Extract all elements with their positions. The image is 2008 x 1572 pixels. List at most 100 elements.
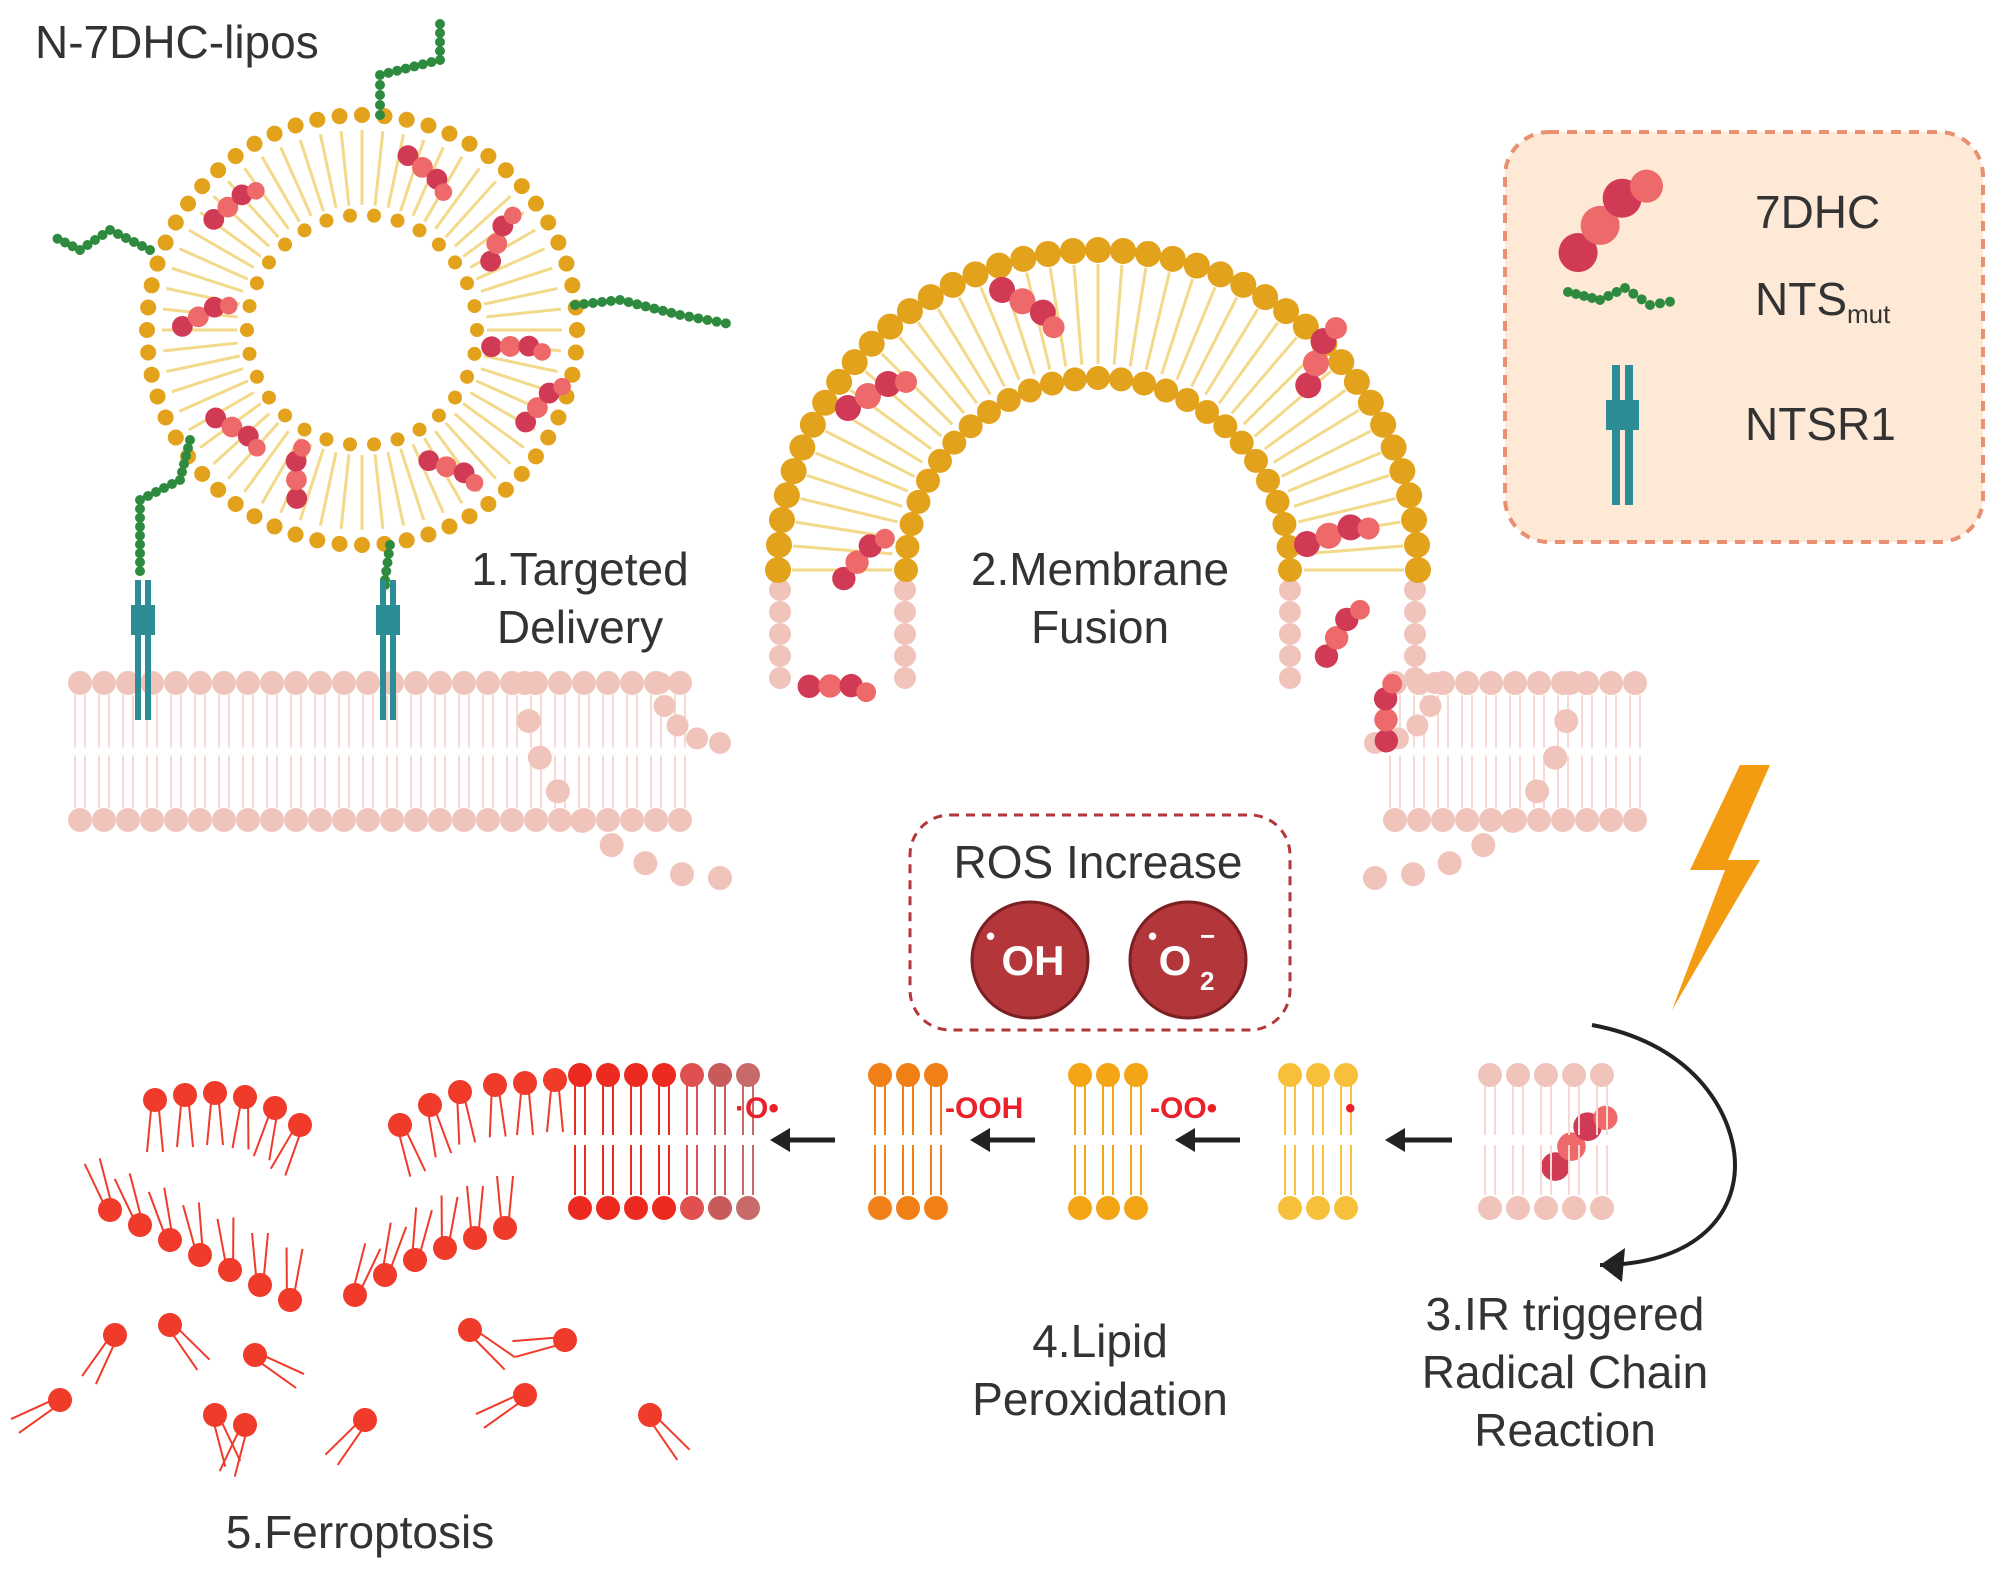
lipid-fragment (113, 1173, 152, 1237)
molecule-7dhc (1295, 317, 1348, 399)
lipid-fragment (231, 1085, 257, 1150)
step-1-line-2: Delivery (497, 601, 663, 653)
liposome-title: N-7DHC-lipos (35, 16, 319, 68)
molecule-7dhc (205, 407, 266, 457)
chain-reaction-arrowhead (1600, 1248, 1625, 1282)
step-3-line-2: Radical Chain (1422, 1346, 1708, 1398)
peroxidation-arrows (770, 1128, 1452, 1152)
molecule-7dhc (1314, 599, 1370, 668)
lipid-fragment (483, 1073, 507, 1138)
ros-title: ROS Increase (954, 836, 1243, 888)
lipid-fragment (216, 1217, 242, 1282)
lipid-fragment (147, 1187, 182, 1252)
step-3-line-3: Reaction (1474, 1404, 1656, 1456)
molecule-7dhc (418, 450, 484, 492)
ros-box: ROS Increase • OH • O 2 − (908, 813, 1292, 1032)
chain-reaction-loop-arrow (1591, 1023, 1738, 1267)
lipid-fragment (252, 1096, 287, 1161)
ferroptosis-fragments (10, 1068, 691, 1477)
step-4-line-2: Peroxidation (972, 1373, 1228, 1425)
lipid-fragment (493, 1175, 517, 1240)
molecule-7dhc (989, 276, 1065, 339)
lipid-fragment (248, 1232, 272, 1297)
molecule-7dhc (172, 296, 238, 337)
lipid-fragment (278, 1247, 304, 1312)
lipid-fragment (81, 1323, 127, 1385)
lipid-fragment (463, 1185, 487, 1250)
lipid-fragment (10, 1388, 72, 1434)
lipid-fragment (269, 1113, 312, 1176)
cell-membrane (68, 579, 1647, 890)
step-2-line-1: 2.Membrane (971, 543, 1229, 595)
molecule-7dhc (515, 377, 571, 433)
ntsr1-receptors (131, 580, 400, 720)
molecule-7dhc (832, 528, 895, 591)
lipid-fragment (343, 1243, 382, 1307)
lipid-fragment (403, 1207, 433, 1272)
superoxide-radical-ball (1128, 900, 1248, 1020)
step-1-line-1: 1.Targeted (471, 543, 688, 595)
hydroperoxide-label: -OOH (945, 1092, 1023, 1125)
molecule-7dhc (397, 145, 453, 201)
lipid-radical-label: • (1345, 1092, 1356, 1125)
lipid-fragment (543, 1068, 567, 1133)
legend: 7DHC NTSmut NTSR1 (1503, 130, 1985, 544)
lipid-fragment (418, 1093, 453, 1158)
lipid-fragment (475, 1383, 537, 1429)
lipid-fragment (433, 1195, 459, 1260)
legend-7dhc-label: 7DHC (1755, 186, 1880, 238)
superoxide-sup: − (1200, 921, 1215, 951)
molecule-7dhc (203, 182, 265, 230)
lipid-fragment (638, 1403, 691, 1461)
lipid-fragment (203, 1403, 242, 1467)
step-3-line-1: 3.IR triggered (1426, 1288, 1705, 1340)
lipid-fragment (512, 1328, 577, 1358)
peroxyl-radical-label: -OO• (1150, 1092, 1217, 1125)
nts-chains (52, 19, 731, 590)
lipid-fragment (158, 1313, 211, 1371)
hydroxyl-dot: • (986, 921, 995, 951)
legend-ntsr1-icon (1606, 365, 1639, 505)
legend-nts-icon (1563, 283, 1675, 310)
lipid-fragment (173, 1083, 197, 1148)
lipid-fragment (513, 1071, 537, 1136)
lipid-fragment (182, 1202, 212, 1267)
molecule-7dhc (1373, 673, 1403, 753)
molecule-7dhc (797, 673, 877, 703)
ros-box-border (908, 813, 1292, 1032)
step-2-line-2: Fusion (1031, 601, 1169, 653)
lipid-fragment (373, 1222, 408, 1287)
molecule-7dhc (1293, 514, 1380, 558)
lipid-fragment (388, 1113, 427, 1177)
step-5-label: 5.Ferroptosis (226, 1506, 494, 1558)
superoxide-dot: • (1148, 921, 1157, 951)
hydroxyl-label: OH (1002, 937, 1065, 984)
step-4-line-1: 4.Lipid (1032, 1315, 1168, 1367)
superoxide-label: O (1159, 937, 1192, 984)
molecule-7dhc (481, 335, 551, 361)
lipid-fragment (324, 1408, 377, 1466)
molecule-7dhc (285, 439, 311, 509)
hydroxyl-radical-ball (970, 900, 1090, 1020)
fused-membrane-arch (765, 237, 1431, 583)
lipid-peroxidation-sequence (568, 1063, 1614, 1220)
lipid-fragment (448, 1080, 477, 1145)
molecule-7dhc (480, 206, 522, 272)
7dhc-molecules (172, 145, 1618, 1181)
liposome (139, 107, 585, 553)
lipid-fragment (218, 1413, 257, 1477)
legend-7dhc-icon (1558, 169, 1664, 273)
lipid-fragment (143, 1088, 167, 1153)
lipid-fragment (243, 1343, 305, 1389)
lightning-bolt-icon (1672, 765, 1770, 1010)
lipid-fragment (203, 1081, 227, 1146)
alkoxyl-radical-label: ·O• (735, 1092, 779, 1125)
superoxide-sub: 2 (1200, 966, 1214, 996)
legend-ntsr1-label: NTSR1 (1745, 398, 1896, 450)
molecule-7dhc (1558, 169, 1664, 273)
lipid-fragment (83, 1158, 122, 1222)
legend-box (1503, 130, 1985, 544)
legend-nts-label: NTSmut (1755, 273, 1891, 329)
